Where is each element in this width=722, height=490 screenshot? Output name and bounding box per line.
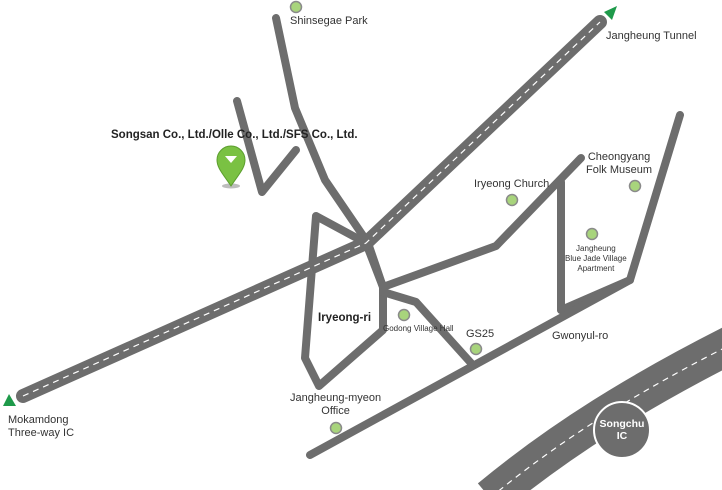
mokamdong-line-2: Three-way IC bbox=[8, 427, 75, 439]
poi-apartment-dot-icon bbox=[585, 227, 599, 241]
poi-church-dot-icon bbox=[505, 193, 519, 207]
main-highway bbox=[16, 15, 607, 403]
road-gwonyul bbox=[306, 276, 634, 459]
apartment-line-1: Jangheung bbox=[576, 244, 616, 253]
poi-dots bbox=[289, 0, 642, 435]
label-company: Songsan Co., Ltd./Olle Co., Ltd./SFS Co.… bbox=[111, 129, 358, 141]
arrow-mokamdong-icon bbox=[3, 394, 16, 406]
poi-shinsegae-dot-icon bbox=[289, 0, 303, 14]
label-village-hall: Godong Village Hall bbox=[383, 324, 454, 333]
arrow-jangheung-tunnel-icon bbox=[604, 6, 617, 20]
label-gs25: GS25 bbox=[466, 328, 495, 340]
road-company-spur bbox=[233, 97, 300, 196]
label-myeon-office: Jangheung-myeon Office bbox=[290, 392, 381, 418]
label-iryeong-ri: Iryeong-ri bbox=[318, 312, 372, 324]
highway-centerline bbox=[22, 21, 601, 397]
cheongyang-line-1: Cheongyang bbox=[587, 151, 651, 163]
label-cheongyang-museum: Cheongyang Folk Museum bbox=[586, 151, 652, 177]
poi-cheongyang-dot-icon bbox=[628, 179, 642, 193]
road-east bbox=[626, 111, 684, 284]
poi-office-dot-icon bbox=[329, 421, 343, 435]
mokamdong-line-1: Mokamdong bbox=[8, 414, 69, 426]
location-pin-icon bbox=[216, 145, 246, 189]
office-line-1: Jangheung-myeon bbox=[290, 392, 382, 404]
label-iryeong-church: Iryeong Church bbox=[474, 178, 550, 190]
label-gwonyul-ro: Gwonyul-ro bbox=[552, 330, 609, 342]
apartment-line-3: Apartment bbox=[577, 264, 615, 273]
road-village-hall bbox=[379, 288, 475, 367]
road-church bbox=[379, 154, 585, 291]
cheongyang-line-2: Folk Museum bbox=[586, 164, 653, 176]
label-shinsegae-park: Shinsegae Park bbox=[290, 15, 368, 27]
songchu-line-1: Songchu bbox=[599, 418, 645, 430]
poi-village-hall-dot-icon bbox=[397, 308, 411, 322]
label-songchu-ic: Songchu IC bbox=[594, 418, 650, 442]
songchu-line-2: IC bbox=[616, 430, 628, 442]
office-line-2: Office bbox=[321, 405, 350, 417]
songchu-ic-circle bbox=[593, 401, 651, 459]
apartment-line-2: Blue Jade Village bbox=[565, 254, 627, 263]
poi-gs25-dot-icon bbox=[469, 342, 483, 356]
label-jangheung-tunnel: Jangheung Tunnel bbox=[606, 30, 697, 42]
expressway-centerline bbox=[498, 348, 722, 490]
label-mokamdong-ic: Mokamdong Three-way IC bbox=[8, 414, 74, 440]
label-apartment: Jangheung Blue Jade Village Apartment bbox=[565, 244, 627, 274]
